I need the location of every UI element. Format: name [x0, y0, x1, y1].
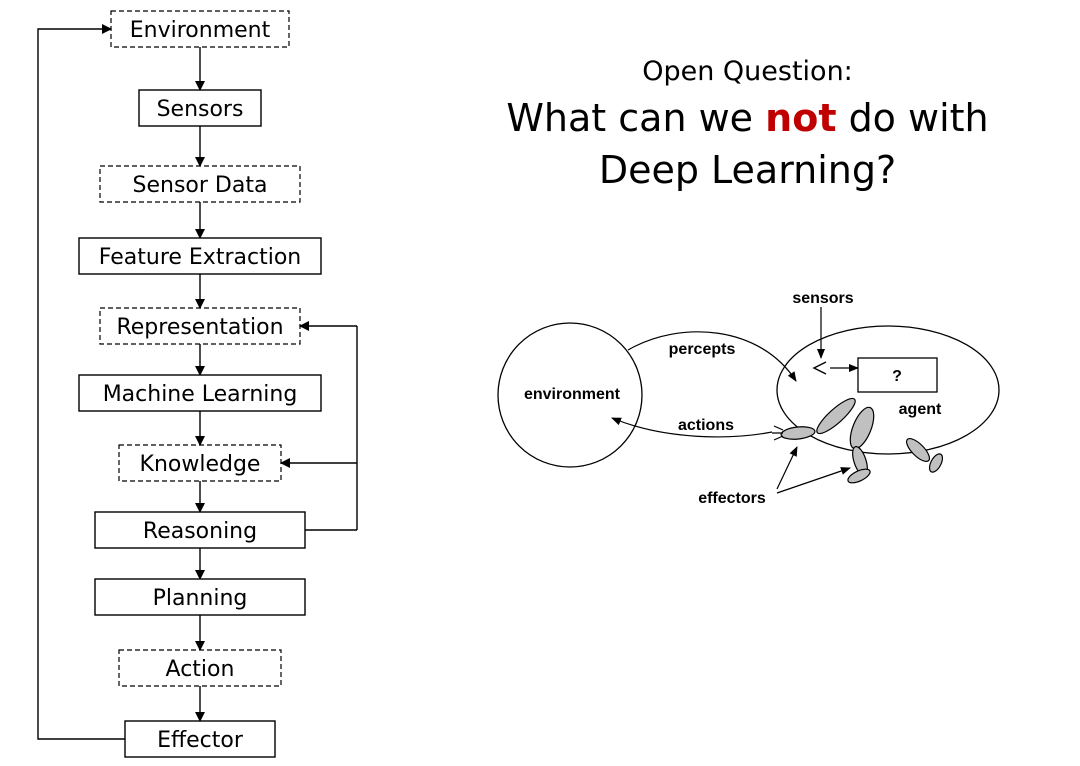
sensors-label: sensors	[792, 290, 853, 307]
actions-label: actions	[678, 417, 734, 434]
question-emphasis: not	[765, 96, 837, 140]
flow-box-label: Planning	[153, 586, 248, 611]
leg-back-upper	[905, 437, 931, 463]
flow-box-effector: Effector	[124, 720, 276, 758]
effectors-pointer-arm	[776, 446, 798, 490]
percepts-label: percepts	[669, 341, 736, 358]
flow-box-label: Sensors	[157, 97, 244, 122]
flow-box-label: Reasoning	[143, 519, 257, 544]
flow-box-frame	[124, 720, 276, 758]
flow-box-label: Sensor Data	[133, 173, 268, 198]
flow-box-label: Knowledge	[140, 452, 261, 477]
flow-box-feature-extraction: Feature Extraction	[78, 237, 322, 275]
environment-label: environment	[524, 386, 621, 403]
flow-arrows	[37, 24, 358, 740]
foot-front	[847, 468, 871, 484]
effector-to-environment-arrow	[37, 24, 125, 740]
arm-upper	[816, 397, 856, 435]
flow-box-planning: Planning	[94, 578, 306, 616]
question-line-2: Deep Learning?	[598, 148, 897, 192]
agent-label: agent	[899, 401, 942, 418]
unknown-box	[857, 357, 938, 393]
hand-icon	[772, 425, 784, 441]
flow-box-frame	[94, 511, 306, 549]
actions-arrow	[611, 417, 773, 438]
flow-box-label: Environment	[130, 18, 271, 43]
flow-box-frame	[118, 649, 282, 687]
flow-box-label: Effector	[157, 728, 244, 753]
flow-box-frame	[78, 237, 322, 275]
flow-box-label: Feature Extraction	[99, 245, 301, 270]
flow-box-sensor-data: Sensor Data	[99, 165, 301, 203]
open-question: Open Question: What can we not do with D…	[480, 52, 1015, 196]
eye-icon	[812, 361, 827, 375]
effectors-label: effectors	[698, 490, 766, 507]
unknown-label: ?	[892, 368, 902, 385]
flow-box-frame	[78, 374, 322, 412]
flow-box-label: Machine Learning	[103, 382, 298, 407]
question-line-1-end: do with	[836, 96, 989, 140]
arm-lower	[780, 426, 816, 440]
agent-ellipse	[776, 325, 1000, 455]
flow-box-action: Action	[118, 649, 282, 687]
question-line-1: What can we not do with	[480, 92, 1015, 144]
effector-limbs	[772, 397, 944, 484]
environment-circle	[497, 322, 643, 468]
percepts-arrow	[627, 331, 797, 382]
flow-box-machine-learning: Machine Learning	[78, 374, 322, 412]
foot-back	[928, 453, 944, 473]
question-line-1-start: What can we	[506, 96, 766, 140]
flow-box-representation: Representation	[99, 307, 301, 345]
flow-box-label: Action	[166, 657, 235, 682]
flow-box-reasoning: Reasoning	[94, 511, 306, 549]
question-subtitle: Open Question:	[642, 56, 853, 87]
flow-box-environment: Environment	[110, 10, 290, 48]
effectors-pointer-leg	[776, 467, 851, 494]
flow-box-frame	[94, 578, 306, 616]
flow-box-frame	[99, 307, 301, 345]
flow-box-label: Representation	[116, 315, 283, 340]
